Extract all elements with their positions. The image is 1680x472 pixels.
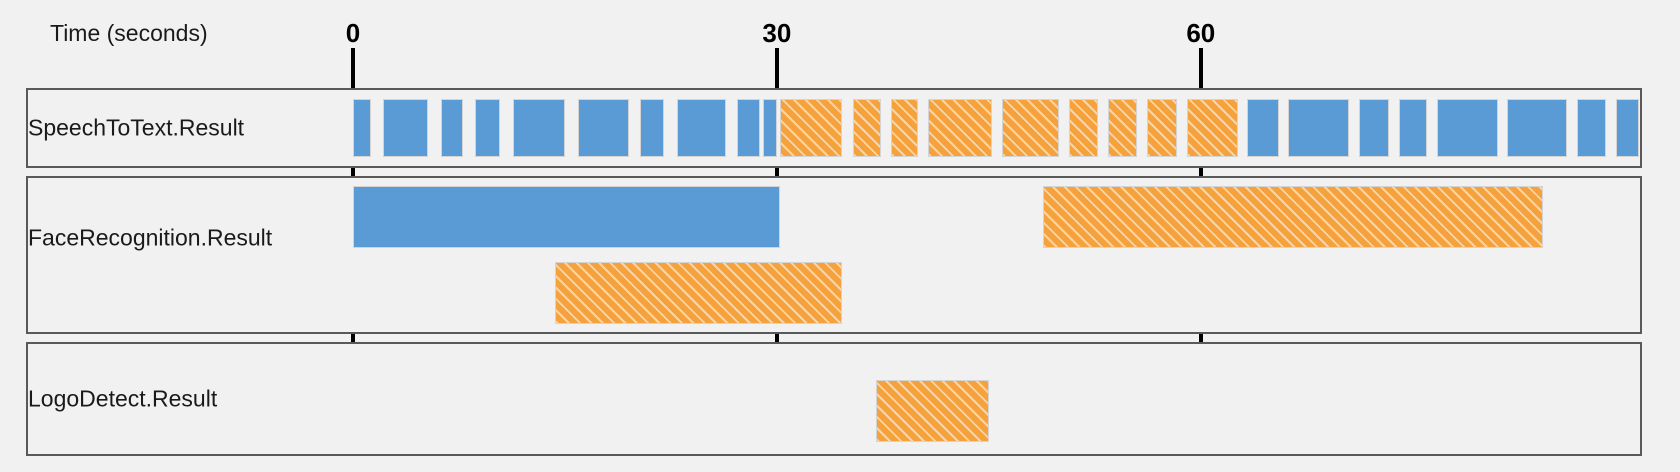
timeline-bar[interactable] xyxy=(555,262,842,324)
timeline-bar[interactable] xyxy=(1616,99,1639,157)
timeline-bar[interactable] xyxy=(928,99,992,157)
axis-tick-label-30: 30 xyxy=(762,18,792,48)
axis-title: Time (seconds) xyxy=(50,20,208,46)
timeline-bar[interactable] xyxy=(1359,99,1389,157)
timeline-bar[interactable] xyxy=(1576,99,1607,157)
axis-tick-label-0: 0 xyxy=(345,18,361,48)
timeline-bar[interactable] xyxy=(474,99,500,157)
timeline-bar[interactable] xyxy=(382,99,428,157)
axis-tick-label-60: 60 xyxy=(1186,18,1216,48)
timeline-bar[interactable] xyxy=(639,99,664,157)
timeline-bar[interactable] xyxy=(1001,99,1060,157)
timeline-bar[interactable] xyxy=(1507,99,1567,157)
timeline-bar[interactable] xyxy=(512,99,565,157)
timeline-bar[interactable] xyxy=(1147,99,1177,157)
timeline-bar[interactable] xyxy=(891,99,919,157)
timeline-bar[interactable] xyxy=(875,380,989,442)
row-label-logodetect-result: LogoDetect.Result xyxy=(28,385,218,412)
timeline-bar[interactable] xyxy=(1107,99,1138,157)
row-label-facerecognition-result: FaceRecognition.Result xyxy=(28,224,273,251)
row-label-speechtotext-result: SpeechToText.Result xyxy=(28,114,245,141)
timeline-bar[interactable] xyxy=(353,99,372,157)
timeline-bar[interactable] xyxy=(1042,186,1543,248)
timeline-bar[interactable] xyxy=(440,99,464,157)
timeline-bar[interactable] xyxy=(1436,99,1498,157)
timeline-bar[interactable] xyxy=(1398,99,1427,157)
timeline-bar[interactable] xyxy=(353,186,780,248)
timeline-bar[interactable] xyxy=(676,99,727,157)
timeline-bar[interactable] xyxy=(1069,99,1098,157)
timeline-bar[interactable] xyxy=(1247,99,1279,157)
timeline-bar[interactable] xyxy=(1288,99,1350,157)
timeline-bar[interactable] xyxy=(577,99,629,157)
timeline-bar[interactable] xyxy=(737,99,760,157)
timeline-bar[interactable] xyxy=(779,99,842,157)
timeline-bar[interactable] xyxy=(762,99,777,157)
timeline-bar[interactable] xyxy=(853,99,882,157)
timeline-bar[interactable] xyxy=(1186,99,1238,157)
track-panel-3 xyxy=(26,342,1642,456)
